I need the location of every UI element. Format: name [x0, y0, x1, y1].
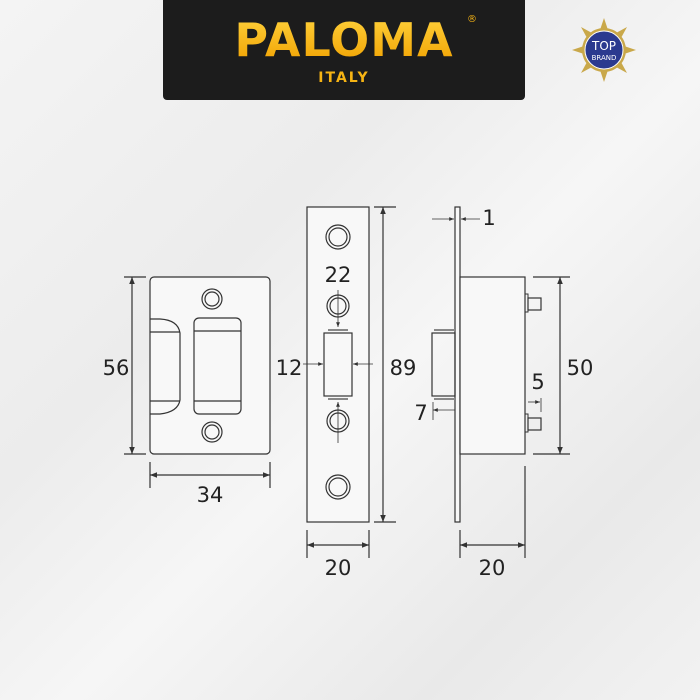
dim-body-height: 50	[567, 356, 594, 380]
dim-strike-length: 89	[390, 356, 417, 380]
brand-logo: PALOMA	[163, 14, 525, 66]
dim-strike-width: 20	[325, 556, 352, 580]
dim-body-depth: 20	[479, 556, 506, 580]
strike-plate-view	[303, 206, 396, 558]
side-view	[431, 206, 570, 558]
dim-hole-spacing: 22	[325, 263, 352, 287]
dim-front-height: 56	[103, 356, 130, 380]
registered-mark: ®	[467, 14, 477, 25]
dim-plate-thickness: 1	[482, 206, 495, 230]
badge-top-text: TOP	[591, 39, 616, 53]
dim-pin-length: 5	[531, 370, 544, 394]
dim-latch-width: 12	[276, 356, 303, 380]
brand-banner: PALOMA ® ITALY	[163, 0, 525, 100]
dim-front-width: 34	[197, 483, 224, 507]
badge-brand-text: BRAND	[592, 54, 617, 62]
dim-latch-projection: 7	[414, 401, 427, 425]
top-brand-badge: TOP BRAND	[572, 18, 636, 82]
brand-origin: ITALY	[318, 70, 370, 86]
front-view	[124, 276, 271, 488]
